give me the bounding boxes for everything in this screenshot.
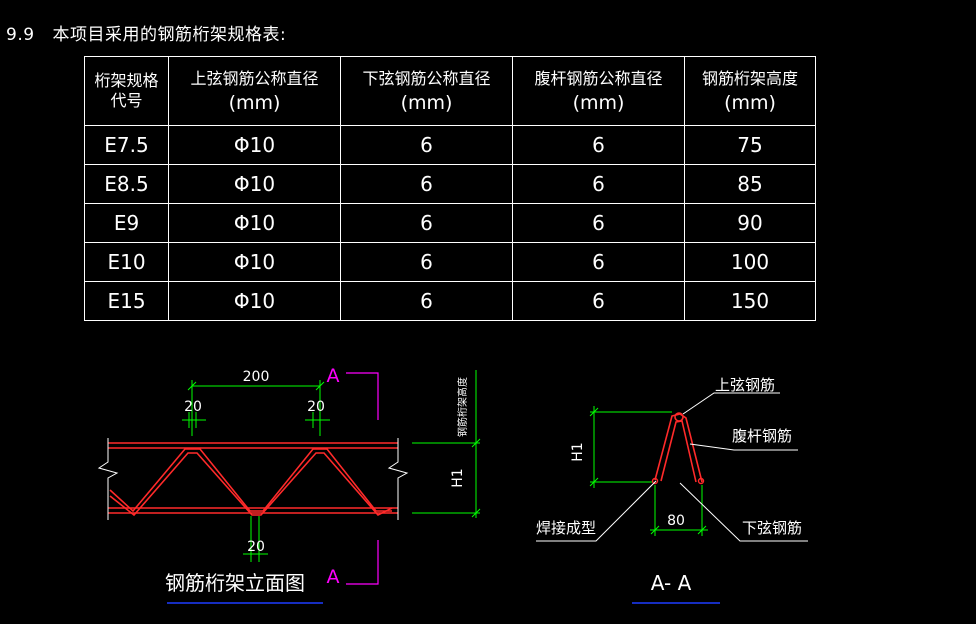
web-rebar [109, 448, 393, 517]
header-label: 腹杆钢筋公称直径 [534, 69, 663, 88]
header-unit: (mm) [400, 92, 453, 114]
break-line-left [97, 438, 119, 520]
header-cell-code: 桁架规格 代号 [84, 56, 169, 126]
table-cell: 6 [340, 125, 513, 165]
header-label: 上弦钢筋公称直径 [190, 69, 319, 88]
section-title: A- A [651, 571, 692, 595]
table-cell: E9 [84, 203, 169, 243]
dimension-height [412, 370, 481, 518]
table-cell: 6 [340, 203, 513, 243]
section-marker-bottom [346, 540, 379, 585]
section-marker-top-label: A [327, 365, 340, 387]
section-top-chord [674, 412, 684, 422]
section-marker-top [346, 372, 379, 420]
break-line-right [387, 438, 409, 520]
label-bottom-chord: 下弦钢筋 [742, 519, 802, 537]
table-cell: 6 [340, 242, 513, 282]
header-unit: (mm) [228, 92, 281, 114]
section-bottom-chord-right [697, 477, 705, 485]
table-cell: Φ10 [168, 242, 341, 282]
section-view: H1 80 上弦钢筋 腹杆钢筋 焊接成型 下弦钢筋 A- A [536, 376, 808, 604]
dimension-top-right-label: 20 [307, 399, 325, 415]
table-cell: 6 [512, 164, 685, 204]
section-bottom-chord-left [651, 477, 659, 485]
table-cell: 150 [684, 281, 816, 321]
dimension-bottom [243, 516, 268, 562]
dimension-spacing [187, 380, 325, 436]
dimension-top-left-label: 20 [184, 399, 202, 415]
table-cell: E8.5 [84, 164, 169, 204]
elevation-title: 钢筋桁架立面图 [165, 571, 305, 595]
dimension-bottom-label: 20 [247, 539, 265, 555]
table-row: E10 Φ10 6 6 100 [84, 242, 816, 282]
table-cell: Φ10 [168, 281, 341, 321]
section-title: 本项目采用的钢筋桁架规格表: [52, 25, 287, 45]
dimension-top-right [305, 412, 330, 428]
section-heading: 9.9 本项目采用的钢筋桁架规格表: [6, 20, 286, 45]
label-web: 腹杆钢筋 [732, 427, 792, 445]
header-cell-bottom-chord: 下弦钢筋公称直径 (mm) [340, 56, 513, 126]
header-label: 下弦钢筋公称直径 [362, 69, 491, 88]
elevation-view: 200 20 20 20 H1 钢 [97, 365, 481, 604]
section-dimension-height [589, 406, 672, 488]
table-cell: Φ10 [168, 203, 341, 243]
label-top-chord: 上弦钢筋 [715, 376, 775, 394]
header-cell-height: 钢筋桁架高度 (mm) [684, 56, 816, 126]
table-row: E15 Φ10 6 6 150 [84, 281, 816, 321]
table-cell: E15 [84, 281, 169, 321]
dimension-top-left [182, 412, 206, 428]
table-cell: 6 [512, 203, 685, 243]
table-row: E7.5 Φ10 6 6 75 [84, 125, 816, 165]
header-label: 钢筋桁架高度 [701, 69, 798, 88]
section-leaders [536, 392, 808, 542]
header-cell-top-chord: 上弦钢筋公称直径 (mm) [168, 56, 341, 126]
top-chord-rebar [108, 442, 398, 449]
header-unit: (mm) [572, 92, 625, 114]
section-number: 9.9 [6, 25, 35, 45]
label-weld: 焊接成型 [536, 519, 596, 537]
table-row: E9 Φ10 6 6 90 [84, 203, 816, 243]
header-cell-web: 腹杆钢筋公称直径 (mm) [512, 56, 685, 126]
table-header-row: 桁架规格 代号 上弦钢筋公称直径 (mm) 下弦钢筋公称直径 (mm) 腹杆钢筋… [84, 56, 816, 126]
height-note: 钢筋桁架高度 [456, 377, 469, 437]
header-label-2: 代号 [110, 91, 143, 110]
table-cell: 6 [512, 281, 685, 321]
section-dimension-width-label: 80 [667, 513, 685, 529]
table-cell: 6 [512, 125, 685, 165]
header-unit: (mm) [724, 92, 776, 114]
table-cell: 6 [340, 281, 513, 321]
table-cell: Φ10 [168, 125, 341, 165]
section-dimension-width [650, 485, 708, 536]
table-cell: 100 [684, 242, 816, 282]
section-marker-bottom-label: A [327, 566, 340, 588]
dimension-height-label: H1 [450, 468, 466, 487]
section-dimension-height-label: H1 [570, 442, 586, 461]
bottom-chord-rebar [108, 507, 398, 514]
table-cell: 75 [684, 125, 816, 165]
table-cell: E7.5 [84, 125, 169, 165]
table-cell: 6 [340, 164, 513, 204]
table-cell: 90 [684, 203, 816, 243]
truss-spec-table: 桁架规格 代号 上弦钢筋公称直径 (mm) 下弦钢筋公称直径 (mm) 腹杆钢筋… [84, 56, 816, 321]
header-label: 桁架规格 [94, 71, 159, 90]
dimension-spacing-label: 200 [243, 369, 270, 385]
section-web-rebar [654, 413, 703, 483]
table-cell: E10 [84, 242, 169, 282]
